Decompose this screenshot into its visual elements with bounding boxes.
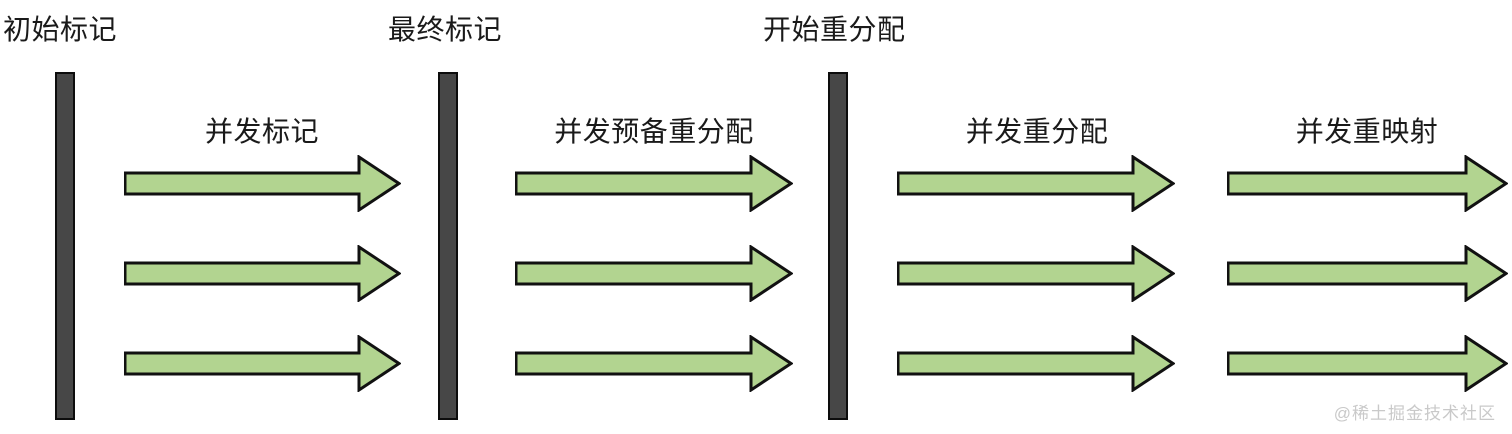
arrow-concurrent-relocate-row-3 [897, 335, 1175, 392]
phase-title-relocate-start: 开始重分配 [763, 14, 906, 45]
arrow-concurrent-remap-row-3 [1227, 335, 1508, 392]
arrow-concurrent-relocate-row-2 [897, 245, 1175, 302]
arrow-concurrent-remap-row-2 [1227, 245, 1508, 302]
arrow-concurrent-prepare-relocate-row-3 [515, 335, 793, 392]
stage-label-concurrent-prepare-relocate: 并发预备重分配 [554, 116, 754, 147]
arrow-concurrent-mark-row-2 [124, 245, 401, 302]
arrow-concurrent-prepare-relocate-row-1 [515, 155, 793, 212]
phase-title-initial-mark: 初始标记 [3, 14, 118, 45]
arrow-concurrent-prepare-relocate-row-2 [515, 245, 793, 302]
stage-label-concurrent-remap: 并发重映射 [1295, 116, 1439, 147]
pause-bar-initial-mark [55, 72, 75, 420]
stage-label-concurrent-mark: 并发标记 [204, 116, 320, 147]
phase-title-final-mark: 最终标记 [388, 14, 503, 45]
watermark: @稀土掘金技术社区 [1333, 404, 1496, 423]
arrow-concurrent-remap-row-1 [1227, 155, 1508, 212]
arrow-concurrent-mark-row-1 [124, 155, 401, 212]
arrow-concurrent-mark-row-3 [124, 335, 401, 392]
pause-bar-relocate-start [828, 72, 848, 420]
stage-label-concurrent-relocate: 并发重分配 [965, 116, 1109, 147]
arrow-concurrent-relocate-row-1 [897, 155, 1175, 212]
pause-bar-final-mark [438, 72, 458, 420]
